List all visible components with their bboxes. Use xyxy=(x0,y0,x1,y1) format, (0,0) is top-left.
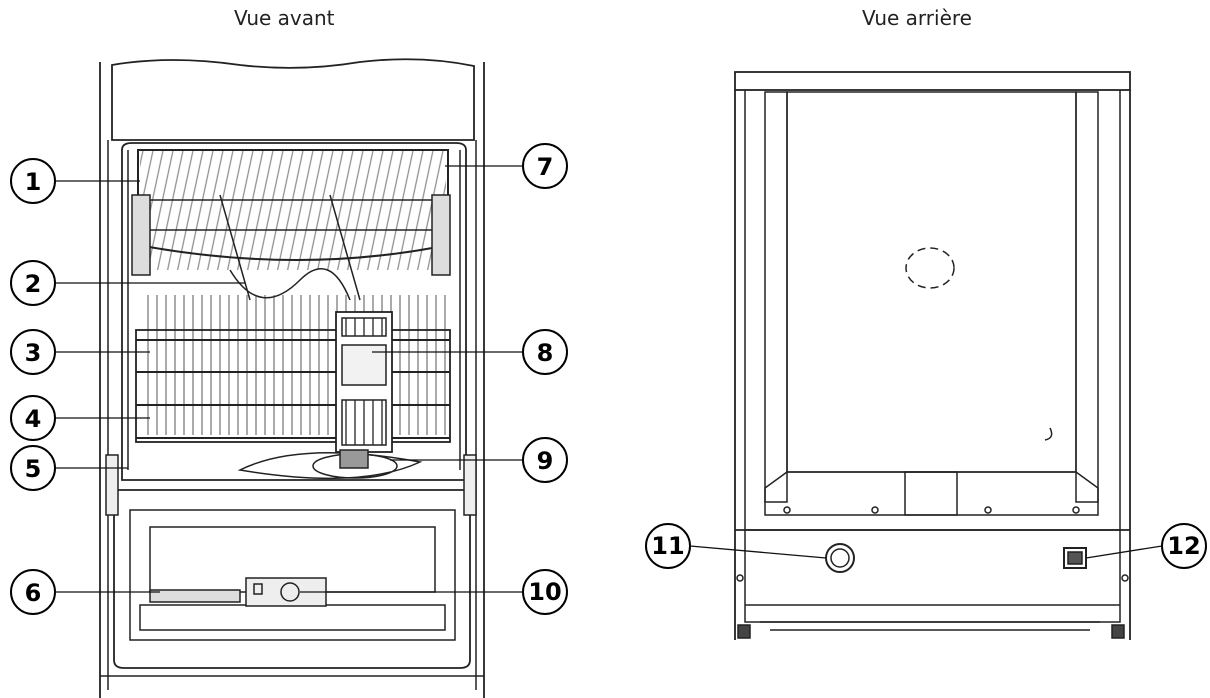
svg-text:2: 2 xyxy=(25,270,42,298)
callout-4: 4 xyxy=(10,395,56,441)
sump-and-filter xyxy=(237,449,423,480)
svg-text:11: 11 xyxy=(651,532,684,560)
door xyxy=(100,489,484,677)
back-port-round xyxy=(825,543,855,573)
svg-text:1: 1 xyxy=(25,168,42,196)
svg-text:8: 8 xyxy=(537,339,554,367)
back-view xyxy=(734,71,1131,640)
back-top-frame xyxy=(734,71,1131,91)
svg-text:10: 10 xyxy=(528,578,561,606)
svg-text:7: 7 xyxy=(537,153,554,181)
back-view-title: Vue arrière xyxy=(862,6,972,30)
front-top-panel xyxy=(111,58,475,141)
front-view-title: Vue avant xyxy=(234,6,335,30)
front-view xyxy=(99,58,485,698)
front-leader-lines xyxy=(56,165,522,593)
svg-text:12: 12 xyxy=(1167,532,1200,560)
svg-text:9: 9 xyxy=(537,447,554,475)
tub-outline xyxy=(121,142,467,481)
svg-text:4: 4 xyxy=(25,405,42,433)
callout-9: 9 xyxy=(522,437,568,483)
lower-rack xyxy=(135,295,451,443)
upper-rack xyxy=(131,149,451,301)
callout-6: 6 xyxy=(10,569,56,615)
back-leader-lines xyxy=(689,545,1163,559)
svg-text:3: 3 xyxy=(25,339,42,367)
callout-8: 8 xyxy=(522,329,568,375)
cutlery-basket xyxy=(335,311,393,453)
callout-5: 5 xyxy=(10,445,56,491)
back-dashed-circle xyxy=(905,247,955,289)
svg-text:5: 5 xyxy=(25,455,42,483)
callout-3: 3 xyxy=(10,329,56,375)
back-panel xyxy=(786,91,1077,473)
callout-1: 1 xyxy=(10,158,56,204)
svg-text:6: 6 xyxy=(25,579,42,607)
callout-12: 12 xyxy=(1161,523,1207,569)
rinse-aid-dispenser xyxy=(149,589,241,603)
callout-7: 7 xyxy=(522,143,568,189)
callout-11: 11 xyxy=(645,523,691,569)
callout-2: 2 xyxy=(10,260,56,306)
callout-10: 10 xyxy=(522,569,568,615)
